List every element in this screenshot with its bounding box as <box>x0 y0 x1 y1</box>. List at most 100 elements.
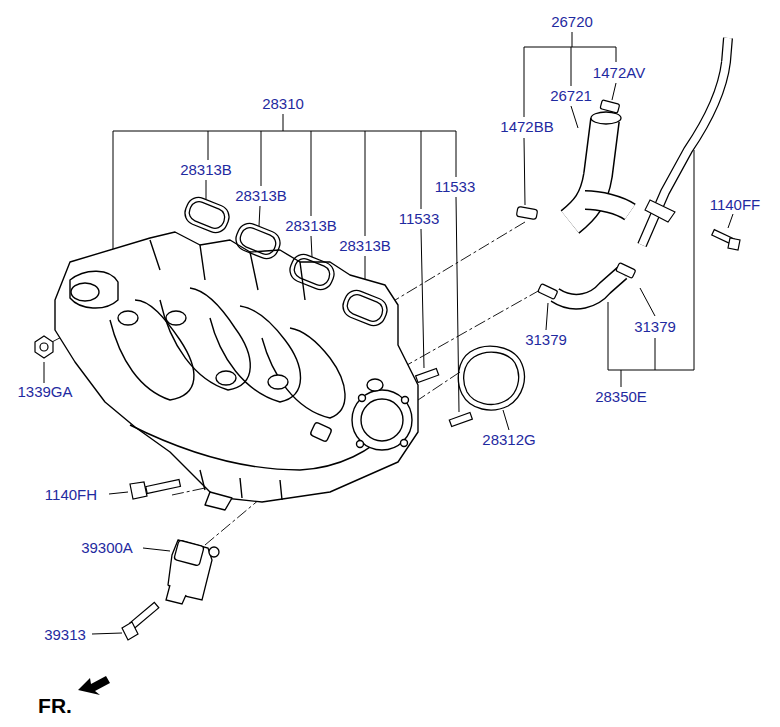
callout-number: 26720 <box>550 14 594 30</box>
leader-lines-part <box>208 131 209 160</box>
intake-manifold-part <box>367 379 383 391</box>
callout-number: 28310 <box>261 96 305 112</box>
leader-lines-part <box>524 47 525 117</box>
leader-lines-part <box>113 131 114 256</box>
leader-lines-part <box>524 138 525 205</box>
leader-lines-part <box>44 362 45 383</box>
port-gaskets-part-part <box>292 256 333 288</box>
callout-number: 28350E <box>594 389 648 405</box>
port-gaskets-part-part <box>345 292 386 324</box>
leader-lines-part <box>608 302 609 370</box>
leader-lines-part <box>311 236 312 257</box>
port-gaskets-part <box>232 220 283 262</box>
leader-lines-part <box>283 114 284 131</box>
port-gaskets-part-part <box>187 199 228 231</box>
throttle-gasket-part <box>458 346 524 410</box>
port-gaskets-part-part <box>238 225 279 257</box>
leader-lines-part <box>206 180 207 199</box>
leader-lines-part <box>456 131 457 177</box>
direction-label: FR. <box>37 695 73 717</box>
map-sensor-part <box>166 585 186 604</box>
fasteners-part <box>728 238 740 250</box>
callout-number: 31379 <box>633 319 677 335</box>
intake-manifold-part <box>216 371 236 385</box>
intake-manifold-part <box>166 311 186 325</box>
leader-lines-part <box>261 131 262 186</box>
vacuum-pipe-part <box>616 263 636 279</box>
intake-manifold-part <box>352 390 412 450</box>
leader-lines-part <box>421 131 422 209</box>
assembly-lines <box>50 222 540 545</box>
port-gaskets-part-part <box>286 251 337 293</box>
callout-number: 39313 <box>43 627 87 643</box>
intake-manifold-part <box>268 375 288 389</box>
breather-hose <box>516 100 630 222</box>
breather-hose-part <box>591 112 621 124</box>
leader-lines-part <box>572 32 573 47</box>
callout-number: 31379 <box>524 332 568 348</box>
port-gaskets-part <box>181 194 232 236</box>
intake-manifold-part <box>160 288 250 390</box>
callout-number: 28313B <box>338 238 392 254</box>
callout-number: 11533 <box>434 179 477 195</box>
callout-number: 1140FF <box>709 197 762 213</box>
map-sensor-part <box>209 547 219 557</box>
fasteners-part <box>40 343 48 351</box>
leader-lines-part <box>640 288 655 316</box>
leader-lines-part <box>143 548 170 551</box>
port-gaskets-part-part <box>339 287 390 329</box>
intake-manifold <box>55 232 418 510</box>
leader-lines-part <box>259 206 260 226</box>
leader-lines-part <box>616 47 617 62</box>
leader-lines-part <box>546 303 548 330</box>
leader-lines-part <box>503 410 509 430</box>
leader-lines-part <box>365 131 366 236</box>
fasteners-part <box>35 336 53 358</box>
intake-manifold-part <box>210 306 301 402</box>
leader-lines-part <box>571 106 578 128</box>
intake-manifold-part <box>70 271 118 308</box>
front-arrow <box>78 676 110 695</box>
intake-manifold-part <box>310 422 332 442</box>
port-gaskets <box>181 194 390 329</box>
port-gaskets-part-part <box>232 220 283 262</box>
leader-lines-part <box>728 214 733 228</box>
throttle-gasket-part <box>464 352 519 404</box>
front-arrow-part <box>78 676 110 695</box>
breather-hose-part <box>585 200 630 212</box>
callout-number: 11533 <box>398 211 441 227</box>
breather-hose-part <box>516 206 537 219</box>
fasteners-part <box>130 482 147 499</box>
studs-part <box>416 368 439 382</box>
leader-lines-part <box>621 370 622 387</box>
vacuum-pipe-part <box>538 284 558 300</box>
callout-number: 39300A <box>80 540 134 556</box>
leader-lines <box>44 32 733 634</box>
intake-manifold-part <box>118 311 138 325</box>
vacuum-pipe-part <box>555 273 622 302</box>
breather-hose-part <box>600 100 620 113</box>
map-sensor-part <box>174 540 204 566</box>
vacuum-pipe-part <box>645 200 675 222</box>
leader-lines-part <box>655 338 656 370</box>
callout-number: 28313B <box>234 188 288 204</box>
callout-number: 1140FH <box>44 487 98 503</box>
fasteners <box>35 230 740 640</box>
port-gaskets-part <box>339 287 390 329</box>
vacuum-pipe-part <box>555 273 622 302</box>
leader-lines-part <box>113 131 456 132</box>
leader-lines-part <box>311 131 312 216</box>
leader-lines-part <box>421 229 424 368</box>
port-gaskets-part <box>286 251 337 293</box>
intake-manifold-part <box>110 300 194 400</box>
vacuum-pipe-part <box>642 38 728 245</box>
intake-manifold-part <box>357 441 364 448</box>
intake-manifold-part <box>359 395 366 402</box>
map-sensor <box>166 540 219 604</box>
leader-lines-part <box>694 150 695 370</box>
leader-lines-part <box>612 83 616 100</box>
fasteners-part <box>146 480 181 494</box>
leader-lines-part <box>524 47 616 48</box>
